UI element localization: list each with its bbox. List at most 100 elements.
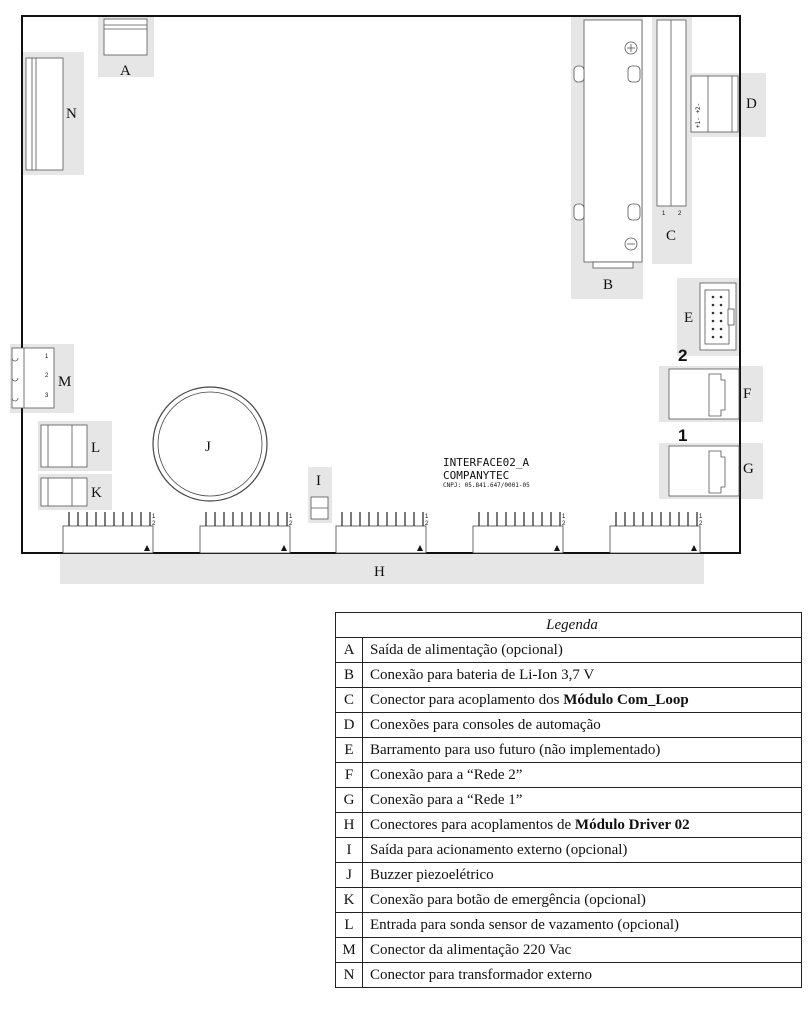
header-e-pins	[711, 295, 723, 339]
silk-company: COMPANYTEC	[443, 469, 509, 482]
legend-row: N Conector para transformador externo	[335, 962, 802, 988]
legend-text: Saída para acionamento externo (opcional…	[370, 841, 628, 858]
header-e	[699, 282, 737, 351]
legend-key: N	[335, 962, 363, 988]
legend-key: A	[335, 637, 363, 663]
legend-description: Conexão para botão de emergência (opcion…	[362, 887, 802, 913]
svg-text:2: 2	[152, 521, 156, 527]
connector-l	[40, 424, 88, 468]
rj-connector-f	[668, 368, 740, 420]
terminal-d-pins: +1- +2-	[695, 103, 702, 128]
connector-k	[40, 477, 88, 507]
connector-m	[11, 347, 55, 409]
legend-description: Conexões para consoles de automação	[362, 712, 802, 738]
label-a: A	[120, 63, 131, 79]
c-pin-2: 2	[678, 211, 682, 217]
connector-a	[103, 18, 148, 56]
label-k: K	[91, 485, 102, 501]
label-j: J	[205, 439, 211, 455]
legend-row: D Conexões para consoles de automação	[335, 712, 802, 738]
legend-description: Saída para acionamento externo (opcional…	[362, 837, 802, 863]
legend-row: L Entrada para sonda sensor de vazamento …	[335, 912, 802, 938]
legend-title: Legenda	[335, 612, 802, 638]
legend-text: Conectores para acoplamentos de	[370, 816, 575, 833]
terminal-d	[690, 75, 739, 133]
legend-text: Conexão para a “Rede 1”	[370, 791, 523, 808]
legend-row: A Saída de alimentação (opcional)	[335, 637, 802, 663]
label-g: G	[743, 461, 754, 477]
legend-text: Entrada para sonda sensor de vazamento (…	[370, 916, 680, 933]
legend-key: G	[335, 787, 363, 813]
silk-board-name: INTERFACE02_A	[443, 456, 529, 469]
legend-text: Saída de alimentação (opcional)	[370, 641, 563, 658]
label-b: B	[603, 277, 613, 293]
legend-text: Conexões para consoles de automação	[370, 716, 601, 733]
legend-text: Buzzer piezoelétrico	[370, 866, 494, 883]
legend-key: M	[335, 937, 363, 963]
legend-description: Conector da alimentação 220 Vac	[362, 937, 802, 963]
highlight-zones	[10, 16, 766, 584]
legend-text: Conector para transformador externo	[370, 966, 592, 983]
legend-description: Saída de alimentação (opcional)	[362, 637, 802, 663]
label-f: F	[743, 386, 751, 402]
legend-key: H	[335, 812, 363, 838]
battery-holder-b	[573, 19, 643, 269]
legend-key: J	[335, 862, 363, 888]
legend-key: C	[335, 687, 363, 713]
legend-text: Conector da alimentação 220 Vac	[370, 941, 572, 958]
legend-description: Conector para acoplamento dos Módulo Com…	[362, 687, 802, 713]
legend-table: Legenda A Saída de alimentação (opcional)…	[335, 612, 802, 988]
svg-text:2: 2	[289, 521, 293, 527]
legend-description: Entrada para sonda sensor de vazamento (…	[362, 912, 802, 938]
c-pin-1: 1	[662, 211, 666, 217]
label-e: E	[684, 310, 693, 326]
label-m: M	[58, 374, 71, 390]
legend-text: Conector para acoplamento dos	[370, 691, 564, 708]
legend-row: I Saída para acionamento externo (opciona…	[335, 837, 802, 863]
m-pin-2: 2	[45, 373, 49, 379]
rede1-number: 1	[678, 426, 687, 445]
silk-cnpj: CNPJ: 05.841.647/0001-05	[443, 482, 530, 489]
connector-i	[310, 496, 329, 520]
legend-key: L	[335, 912, 363, 938]
svg-text:1: 1	[289, 514, 293, 520]
label-d: D	[746, 96, 757, 112]
driver-headers-h	[62, 512, 701, 554]
label-n: N	[66, 106, 77, 122]
legend-header-row: Legenda	[335, 612, 802, 638]
legend-description: Buzzer piezoelétrico	[362, 862, 802, 888]
label-l: L	[91, 440, 100, 456]
legend-description: Conector para transformador externo	[362, 962, 802, 988]
svg-text:2: 2	[562, 521, 566, 527]
svg-text:1: 1	[152, 514, 156, 520]
buzzer-j	[152, 386, 268, 502]
legend-key: I	[335, 837, 363, 863]
legend-row: M Conector da alimentação 220 Vac	[335, 937, 802, 963]
legend-text: Conexão para a “Rede 2”	[370, 766, 523, 783]
connector-c	[656, 19, 687, 207]
svg-text:2: 2	[699, 521, 703, 527]
legend-text-bold: Módulo Com_Loop	[563, 691, 689, 708]
m-pin-1: 1	[45, 354, 49, 360]
legend-row: G Conexão para a “Rede 1”	[335, 787, 802, 813]
label-c: C	[666, 228, 676, 244]
rj-connector-g	[668, 445, 740, 497]
header-pin-numbers: 12 12 12 12 12	[152, 514, 703, 527]
m-pin-3: 3	[45, 393, 49, 399]
board-diagram: 1 2 +1- +2- 2 1 1 2 3	[10, 15, 766, 584]
legend-row: J Buzzer piezoelétrico	[335, 862, 802, 888]
label-h: H	[374, 564, 385, 580]
legend-text: Barramento para uso futuro (não implemen…	[370, 741, 661, 758]
svg-text:1: 1	[425, 514, 429, 520]
svg-text:1: 1	[562, 514, 566, 520]
legend-key: D	[335, 712, 363, 738]
rede2-number: 2	[678, 346, 687, 365]
legend-text: Conexão para botão de emergência (opcion…	[370, 891, 646, 908]
legend-description: Barramento para uso futuro (não implemen…	[362, 737, 802, 763]
svg-text:1: 1	[699, 514, 703, 520]
